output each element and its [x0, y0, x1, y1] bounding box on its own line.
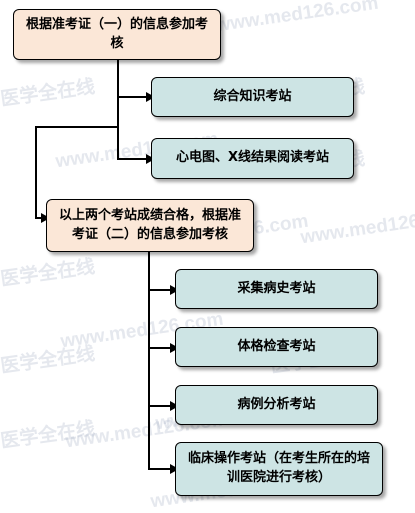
- connector: [148, 347, 175, 349]
- exam-station-box: 临床操作考站（在考生所在的培训医院进行考核）: [175, 442, 383, 496]
- watermark: www.med126.com: [214, 0, 380, 37]
- exam-station-box: 病例分析考站: [175, 385, 378, 425]
- exam-station-box: 综合知识考站: [151, 77, 354, 117]
- connector: [117, 158, 150, 160]
- exam-station-label: 心电图、X线结果阅读考站: [175, 150, 330, 166]
- watermark: 医学全在线: [0, 343, 97, 378]
- exam-station-label: 病例分析考站: [237, 396, 316, 412]
- connector: [148, 405, 175, 407]
- watermark: 医学全在线: [0, 256, 97, 291]
- connector: [148, 468, 175, 470]
- exam-station-label: 临床操作考站（在考生所在的培训医院进行考核）: [187, 451, 370, 485]
- exam-station-label: 体格检查考站: [237, 338, 316, 354]
- connector: [148, 252, 150, 470]
- exam-station-box: 体格检查考站: [175, 327, 378, 367]
- arrow-right-icon: [146, 154, 155, 164]
- arrow-right-icon: [146, 92, 155, 102]
- connector: [35, 126, 37, 219]
- arrow-right-icon: [170, 285, 179, 295]
- step2-label: 以上两个考站成绩合格，根据准考证（二）的信息参加考核: [58, 207, 241, 242]
- step2-box: 以上两个考站成绩合格，根据准考证（二）的信息参加考核: [46, 199, 254, 252]
- connector: [148, 289, 175, 291]
- arrow-right-icon: [41, 213, 50, 223]
- step1-label: 根据准考证（一）的信息参加考核: [25, 16, 208, 51]
- exam-station-label: 综合知识考站: [213, 88, 292, 104]
- step1-box: 根据准考证（一）的信息参加考核: [13, 9, 221, 60]
- arrow-right-icon: [170, 401, 179, 411]
- connector: [35, 217, 45, 219]
- arrow-right-icon: [170, 343, 179, 353]
- watermark: www.med126.com: [299, 204, 415, 249]
- watermark: 医学全在线: [0, 76, 97, 111]
- exam-station-box: 心电图、X线结果阅读考站: [151, 138, 354, 179]
- exam-station-label: 采集病史考站: [237, 280, 316, 296]
- connector: [35, 126, 119, 128]
- watermark: 医学全在线: [0, 418, 97, 453]
- connector: [117, 60, 119, 160]
- connector: [117, 96, 150, 98]
- arrow-right-icon: [170, 464, 179, 474]
- exam-station-box: 采集病史考站: [175, 269, 378, 309]
